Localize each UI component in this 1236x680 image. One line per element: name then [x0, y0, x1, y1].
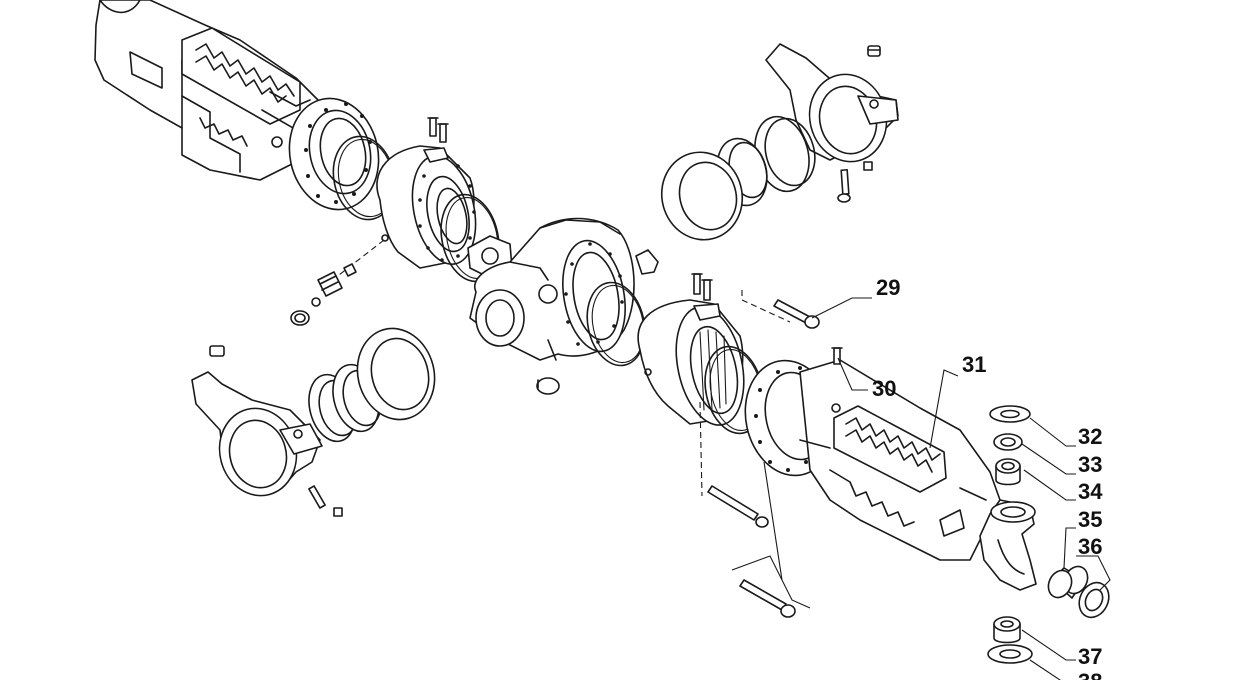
lower-pin — [707, 485, 769, 528]
washer-32 — [989, 405, 1031, 423]
section-line — [731, 555, 811, 609]
callout-34: 34 — [1078, 479, 1103, 504]
bottom-left-screw — [308, 485, 343, 517]
left-bleed-fittings — [427, 117, 449, 143]
bushing-34 — [995, 458, 1021, 486]
callout-32: 32 — [1078, 424, 1102, 449]
bolt-29-guide — [741, 290, 791, 323]
fitting-30 — [831, 347, 843, 365]
leader-lines — [811, 297, 1111, 680]
top-right-screw — [837, 161, 873, 203]
bottom-left-bearing-rings — [308, 327, 436, 443]
washer-38 — [987, 644, 1033, 664]
washer-33 — [993, 433, 1023, 451]
bottom-left-trunnion-bracket — [191, 345, 323, 497]
bushing-35 — [1047, 565, 1089, 599]
bushing-37 — [993, 616, 1021, 644]
callout-36: 36 — [1078, 534, 1102, 559]
seal-36 — [1078, 581, 1110, 619]
differential-housing — [467, 217, 635, 361]
top-right-bearing-rings — [660, 115, 816, 241]
callout-33: 33 — [1078, 452, 1102, 477]
left-axle-housing — [94, 0, 321, 181]
pin-guide — [699, 401, 703, 497]
right-steering-yoke — [979, 499, 1037, 591]
callout-29: 29 — [876, 275, 900, 300]
right-bleed-fittings — [691, 273, 713, 301]
section-line-2 — [763, 461, 783, 581]
left-adjuster-pin — [290, 239, 385, 326]
top-right-trunnion-bracket — [765, 43, 899, 163]
callout-37: 37 — [1078, 644, 1102, 669]
left-housing-flange — [288, 97, 380, 211]
center-right-o-ring — [586, 281, 646, 367]
callout-38: 38 — [1078, 669, 1102, 680]
callout-30: 30 — [872, 376, 896, 401]
callout-labels: 29 30 31 32 33 34 35 36 37 38 — [872, 275, 1103, 680]
center-plugs — [536, 249, 659, 395]
callout-35: 35 — [1078, 507, 1102, 532]
right-axle-housing — [799, 359, 1001, 561]
lower-bolt — [739, 579, 796, 618]
bolt-29 — [773, 299, 820, 329]
right-drum-housing — [637, 299, 745, 426]
callout-31: 31 — [962, 352, 986, 377]
